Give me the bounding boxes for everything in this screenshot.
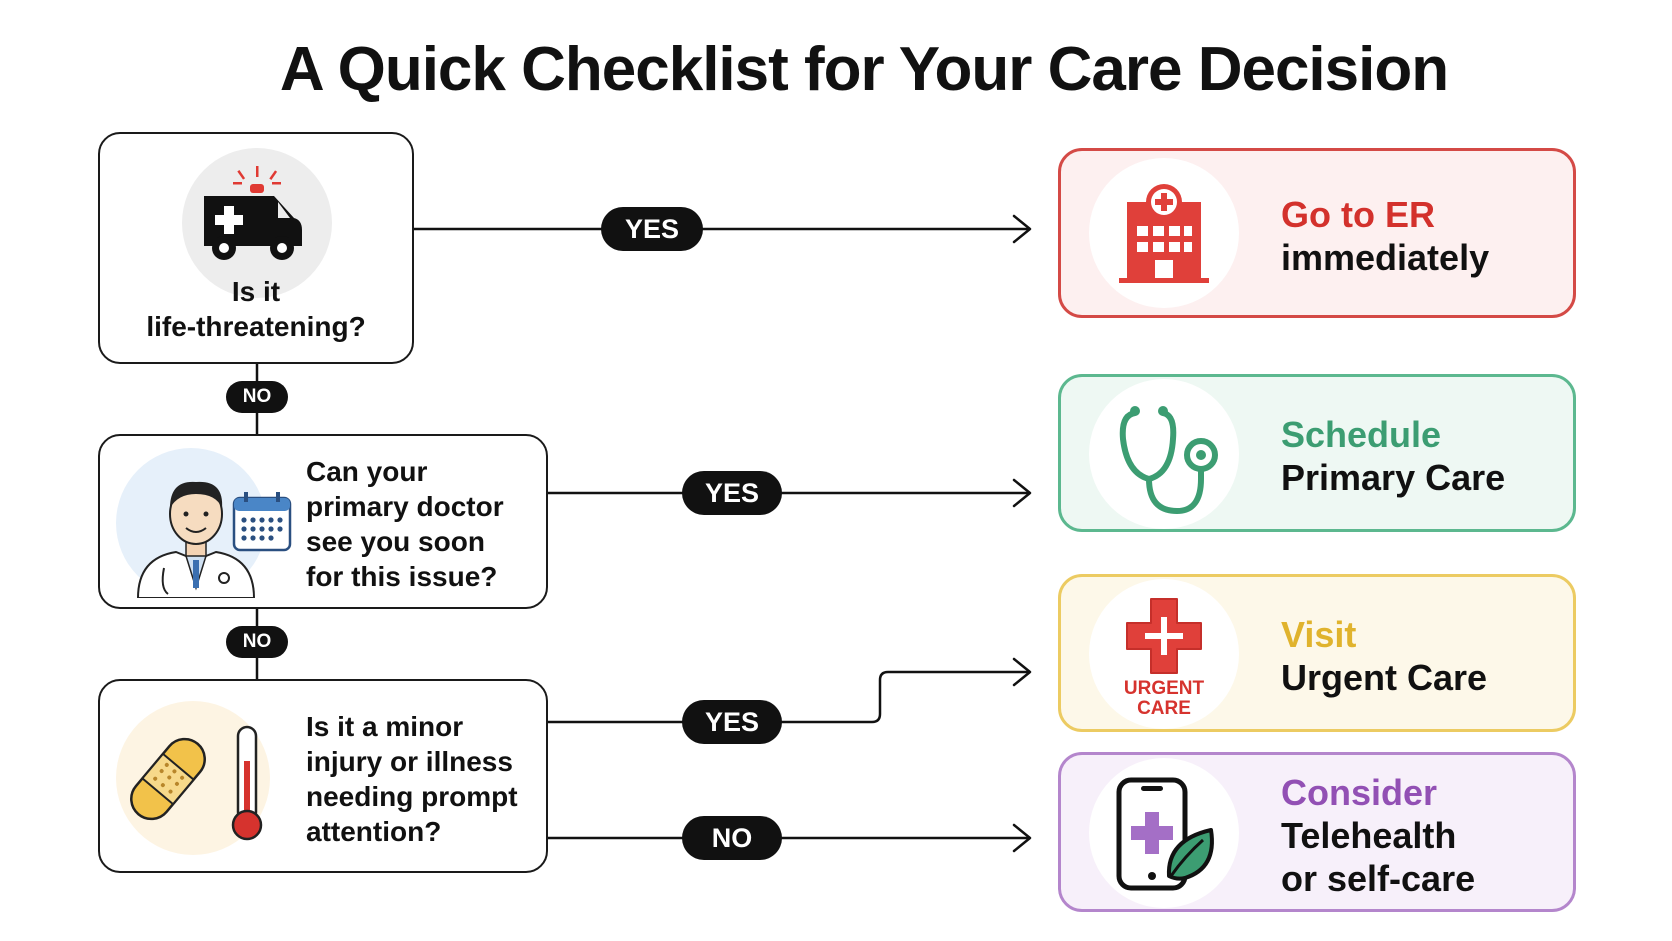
connector-q3-urgent (544, 670, 1030, 724)
doctor-calendar-icon (136, 481, 292, 599)
outcome-go-to-er: Go to ER immediately (1058, 148, 1576, 318)
stethoscope-icon-circle (1089, 379, 1239, 529)
yes-label-q2: YES (682, 471, 782, 515)
outcome-text: Visit Urgent Care (1281, 614, 1488, 698)
outcome-consider-telehealth: Consider Telehealth or self-care (1058, 752, 1576, 912)
phone-leaf-icon-circle (1089, 758, 1239, 908)
arrowhead-q3-telehealth (1012, 823, 1032, 853)
arrowhead-q2-primary (1012, 478, 1032, 508)
page-title: A Quick Checklist for Your Care Decision (279, 35, 1449, 104)
no-label-q1: NO (226, 381, 288, 413)
outcome-text: Consider Telehealth or self-care (1281, 772, 1476, 899)
question-text: Can your primary doctor see you soon for… (306, 456, 504, 592)
ambulance-icon-circle (182, 148, 332, 298)
outcome-text: Go to ER immediately (1281, 194, 1490, 278)
no-label-q3: NO (682, 816, 782, 860)
stethoscope-icon (1119, 406, 1218, 515)
phone-leaf-icon (1116, 777, 1214, 891)
yes-label-q1: YES (601, 207, 703, 251)
question-box-minor-injury: Is it a minor injury or illness needing … (98, 679, 548, 873)
question-text: Is it life-threatening? (146, 276, 366, 342)
arrowhead-q1-er (1012, 214, 1032, 244)
question-box-primary-doctor: Can your primary doctor see you soon for… (98, 434, 548, 609)
question-text: Is it a minor injury or illness needing … (306, 711, 518, 847)
bandage-icon-circle (116, 701, 270, 855)
outcome-text: Schedule Primary Care (1281, 414, 1506, 498)
arrowhead-q3-urgent (1012, 657, 1032, 687)
hospital-icon (1119, 184, 1209, 283)
question-box-life-threatening: Is it life-threatening? (98, 132, 414, 364)
outcome-visit-urgent-care: URGENT CARE Visit Urgent Care (1058, 574, 1576, 732)
doctor-icon-circle (116, 448, 292, 599)
bandage-thermometer-icon (130, 725, 263, 841)
yes-label-q3: YES (682, 700, 782, 744)
ambulance-icon (204, 166, 302, 260)
outcome-schedule-primary-care: Schedule Primary Care (1058, 374, 1576, 532)
no-label-q2: NO (226, 626, 288, 658)
urgent-care-icon-circle: URGENT CARE (1089, 579, 1239, 729)
urgent-care-cross-icon (1126, 598, 1202, 674)
hospital-icon-circle (1089, 158, 1239, 308)
urgent-care-icon-label: URGENT CARE (1123, 678, 1205, 719)
